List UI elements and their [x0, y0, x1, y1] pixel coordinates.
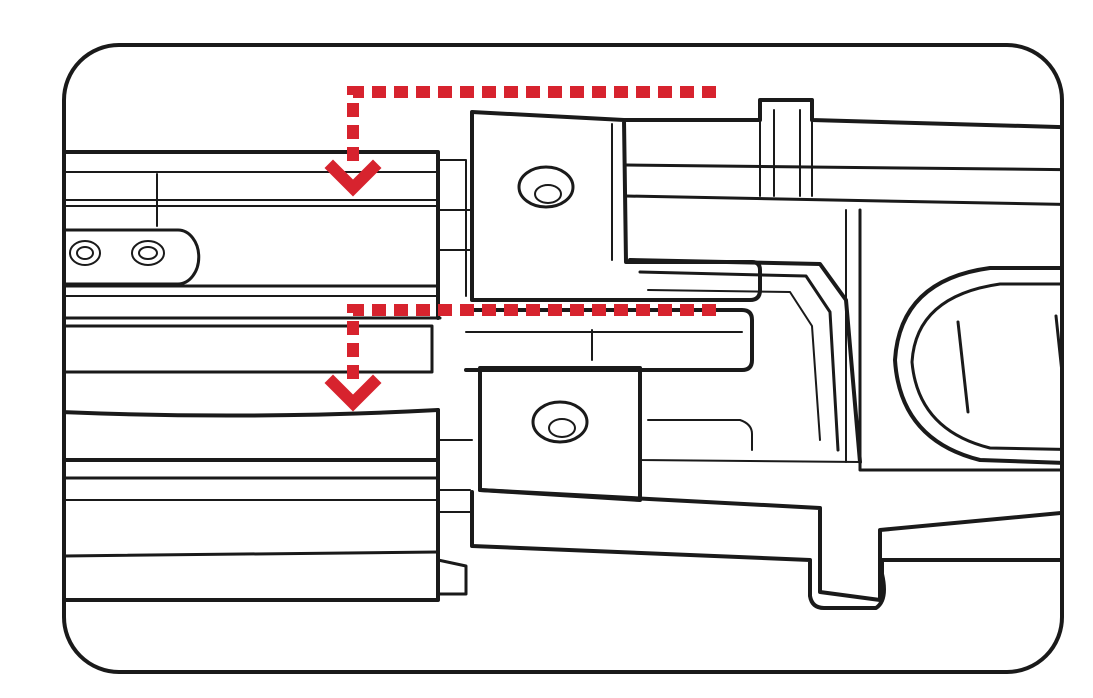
lower-screw-hole	[531, 400, 589, 444]
rounded-frame	[62, 43, 1064, 674]
red-arrows	[324, 86, 716, 412]
upper-insertion-arrow-line	[347, 86, 716, 168]
center-tongue	[464, 308, 754, 372]
lower-left-rail	[64, 408, 473, 602]
lower-insertion-arrow-line	[347, 304, 716, 382]
lower-insertion-arrow-head	[324, 374, 382, 412]
rivet-plate	[64, 228, 201, 286]
upper-insertion-arrow-head	[324, 159, 382, 197]
rivet-pair	[69, 240, 165, 266]
upper-screw-hole	[517, 165, 575, 209]
diagram-content	[64, 98, 1062, 610]
upper-left-rail	[64, 150, 473, 374]
lower-bracket	[470, 366, 1062, 610]
upper-bracket	[470, 98, 1062, 302]
right-channel	[628, 208, 1062, 472]
